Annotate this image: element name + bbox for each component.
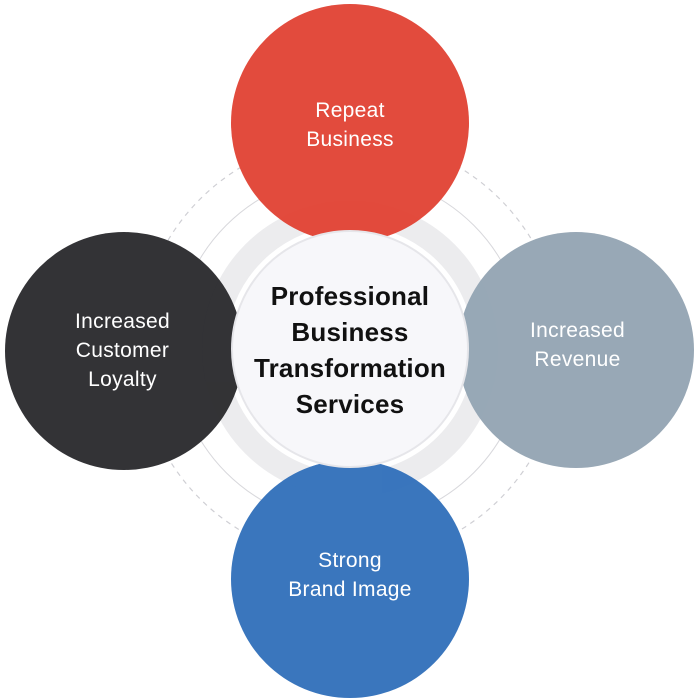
node-circle-right — [458, 232, 694, 468]
node-label-increased-customer-loyalty: Increased Customer Loyalty — [75, 309, 170, 391]
center-hub-circle — [232, 231, 468, 467]
node-circle-top — [231, 4, 469, 242]
node-label-repeat-business: Repeat Business — [306, 99, 394, 151]
center-hub-edge — [231, 230, 469, 468]
node-circle-left — [5, 232, 243, 470]
node-circle-bottom — [231, 460, 469, 698]
node-label-strong-brand-image: Strong Brand Image — [288, 549, 412, 601]
center-title: Professional Business Transformation Ser… — [253, 281, 447, 419]
node-label-increased-revenue: Increased Revenue — [530, 319, 625, 371]
